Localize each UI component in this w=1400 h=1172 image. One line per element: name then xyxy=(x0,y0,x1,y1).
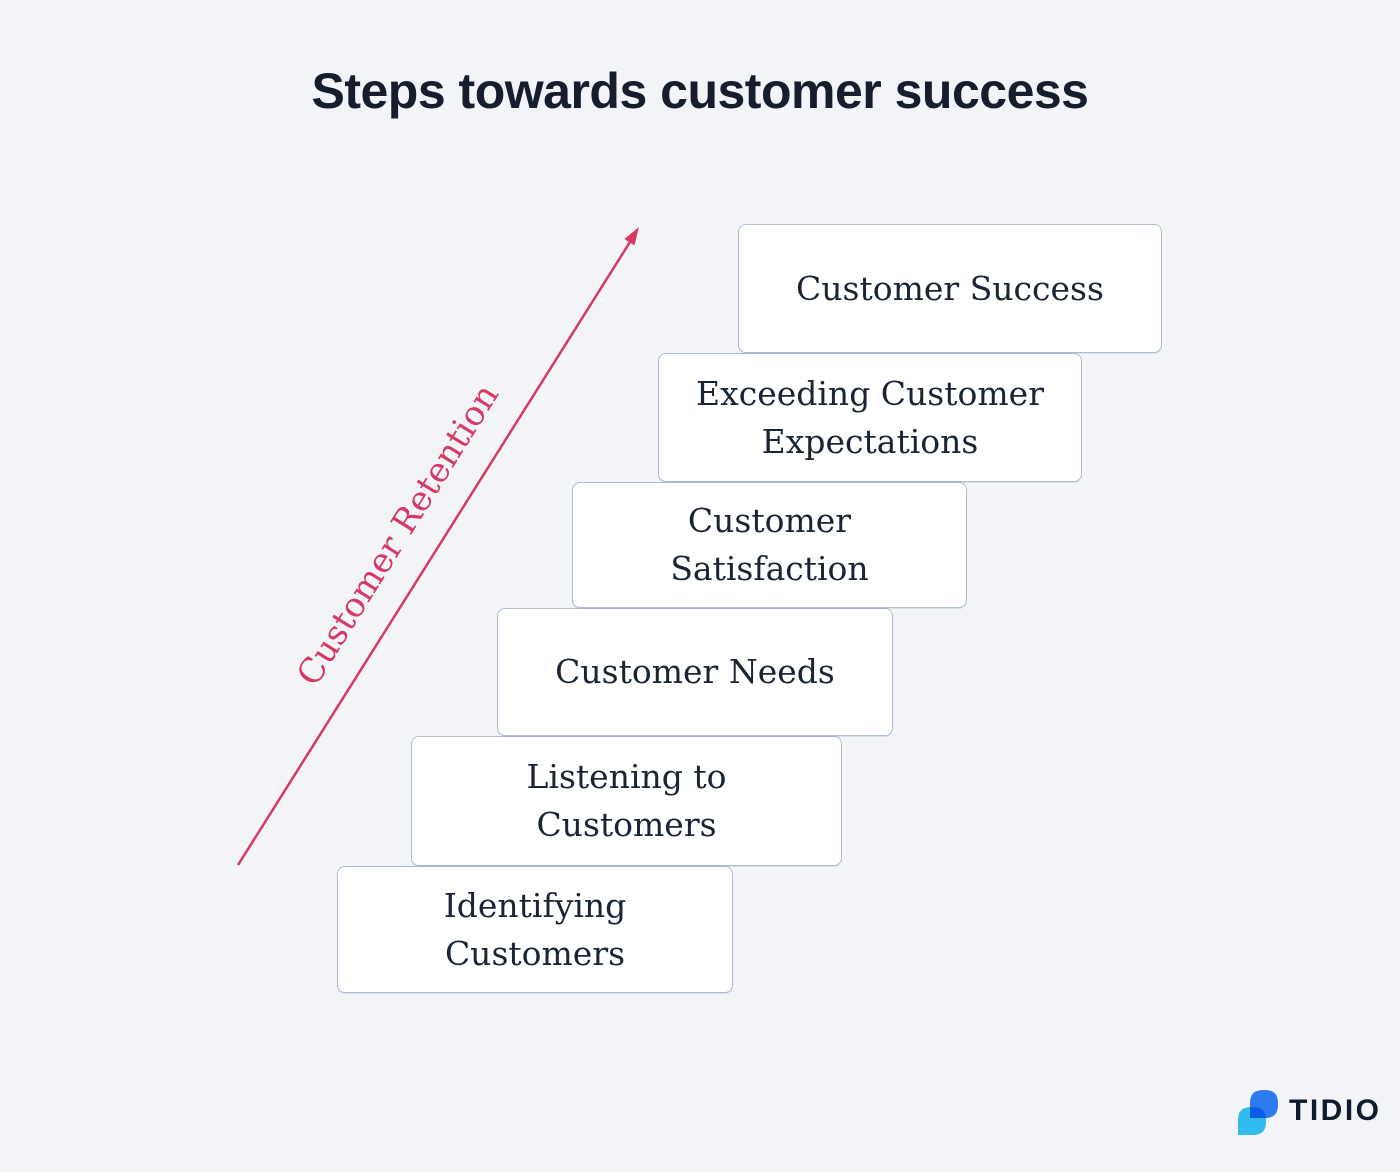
retention-arrow-label: Customer Retention xyxy=(289,377,507,693)
step-label: Customer Success xyxy=(796,268,1104,308)
step-label: Exceeding Customer Expectations xyxy=(696,373,1044,461)
tidio-wordmark: TIDIO xyxy=(1289,1094,1382,1127)
step-box-customer-needs: Customer Needs xyxy=(497,608,893,736)
page-title: Steps towards customer success xyxy=(311,63,1090,119)
chat-bubbles-icon xyxy=(1238,1090,1278,1135)
step-box-identifying-customers: Identifying Customers xyxy=(337,866,733,993)
arrow-head-icon xyxy=(624,227,639,246)
step-label: Listening to Customers xyxy=(526,757,727,844)
step-label: Customer Needs xyxy=(555,652,835,692)
step-label: Customer Satisfaction xyxy=(670,501,869,588)
tidio-logo: TIDIO xyxy=(1238,1090,1382,1136)
step-box-listening-to-customers: Listening to Customers xyxy=(411,736,842,866)
step-box-exceeding-customer-expectations: Exceeding Customer Expectations xyxy=(658,353,1082,482)
step-label: Identifying Customers xyxy=(443,885,627,973)
step-box-customer-satisfaction: Customer Satisfaction xyxy=(572,482,967,608)
step-box-customer-success: Customer Success xyxy=(738,224,1162,353)
